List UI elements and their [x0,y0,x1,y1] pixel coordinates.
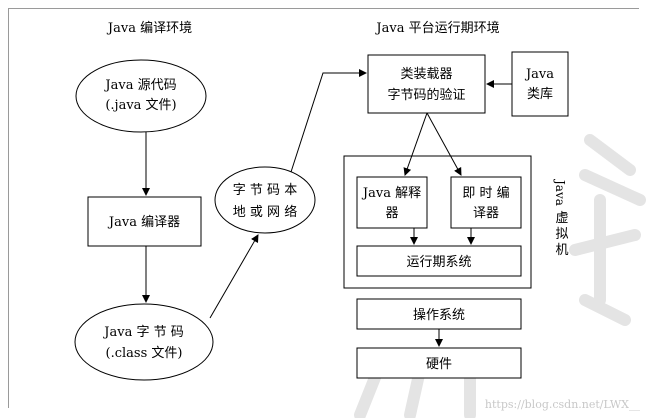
right-section-title: Java 平台运行期环境 [374,21,499,36]
bytecode-label-line1: Java 字 节 码 [102,325,183,340]
java-library-node: Java 类库 [511,51,569,117]
bytecode-node: Java 字 节 码 (.class 文件) [74,303,214,381]
jvm-label-char-3: 机 [555,243,568,258]
arrow-network-to-classloader [290,69,367,173]
local-or-network-label-line1: 字 节 码 本 [233,183,297,198]
jvm-label-latin: Java [553,178,567,206]
interpreter-label-line2: 器 [385,206,398,221]
bytecode-label-line2: (.class 文件) [106,346,183,361]
jvm-label-char-2: 拟 [555,227,568,242]
local-or-network-node: 字 节 码 本 地 或 网 络 [214,166,316,234]
java-library-label-line2: 类库 [527,86,553,102]
source-code-label-line1: Java 源代码 [103,78,176,93]
runtime-system-node: 运行期系统 [356,245,522,277]
class-loader-label-line2: 字节码的验证 [387,87,465,103]
runtime-system-label: 运行期系统 [406,255,471,270]
jit-compiler-label-line2: 译器 [473,206,499,221]
compiler-label: Java 编译器 [107,215,180,230]
figure-frame [8,8,639,408]
source-code-node: Java 源代码 (.java 文件) [75,59,207,133]
os-node: 操作系统 [356,298,522,330]
jit-compiler-label-line1: 即 时 编 [462,186,509,201]
jvm-container [343,155,532,289]
interpreter-label-line1: Java 解释 [361,186,421,201]
jvm-label: Java 虚 拟 机 [553,178,569,258]
watermark-text: https://blog.csdn.net/LWX__ [485,398,641,411]
class-loader-node: 类装载器 字节码的验证 [367,54,486,114]
left-section-title: Java 编译环境 [106,21,192,36]
hardware-node: 硬件 [356,347,522,379]
interpreter-node: Java 解释 器 [356,176,428,229]
arrow-classloader-to-jit [426,112,462,176]
local-or-network-label-line2: 地 或 网 络 [233,204,297,220]
class-loader-label-line1: 类装载器 [400,67,452,82]
arrow-classloader-to-interpreter [403,112,428,176]
arrow-bytecode-to-network [209,234,259,319]
os-label: 操作系统 [413,307,465,323]
jvm-label-char-1: 虚 [555,211,568,226]
source-code-label-line2: (.java 文件) [105,98,176,113]
hardware-label: 硬件 [426,357,452,372]
compiler-node: Java 编译器 [87,196,202,247]
jit-compiler-node: 即 时 编 译器 [450,176,522,229]
java-library-label-line1: Java [524,67,554,82]
